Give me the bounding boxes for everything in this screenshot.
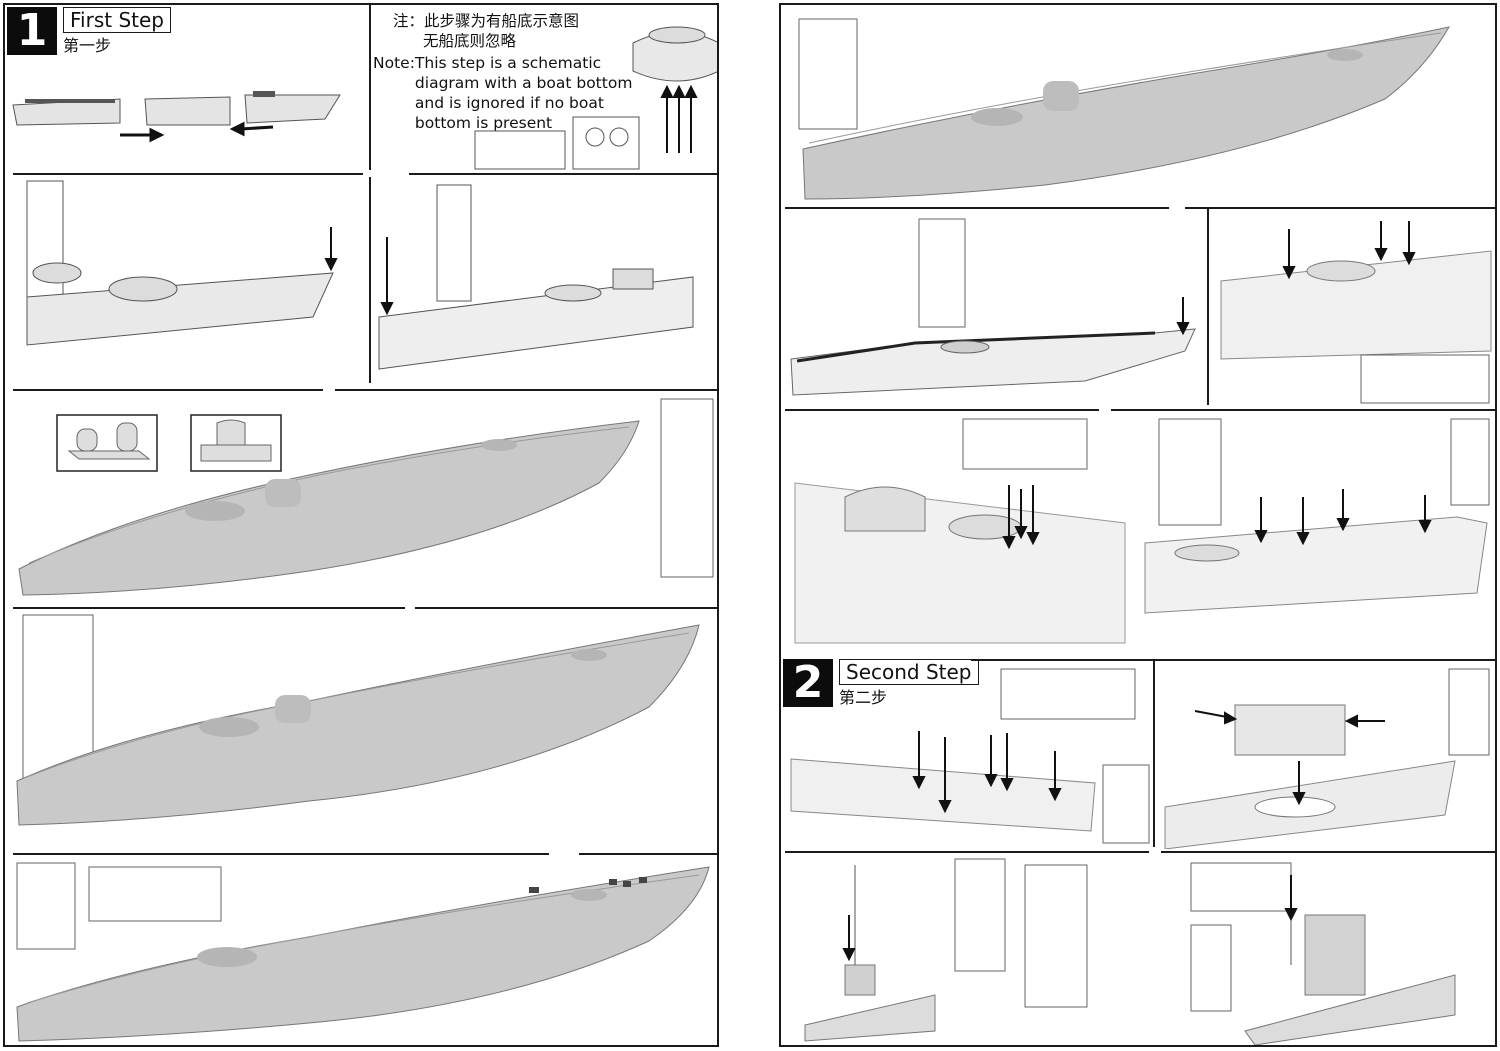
divider-vertical-1 [369,5,371,170]
deck-closeup-left-diagram [794,418,1126,644]
step-1-title-cn: 第一步 [63,36,112,55]
divider-h-3a [13,607,405,609]
divider-r-h1a [785,207,1169,209]
divider-r-h2b [1111,409,1495,411]
deck-parts-right-diagram [1220,221,1492,404]
bow-detail-left [13,177,363,387]
divider-r-h1b [1185,207,1495,209]
hull-render-4 [785,9,1495,205]
deck-closeup-right [1137,413,1495,655]
divider-r-h4a [785,851,1149,853]
final-assembly-right [1155,855,1495,1045]
deck-parts-left [785,211,1205,407]
note-en-label: Note: [373,54,415,72]
deck-parts-left-diagram [790,218,1196,396]
hull-render-1-diagram [18,398,714,596]
bottom-parts-diagram [474,26,717,170]
step-2-title-cn: 第二步 [839,688,888,707]
note-en: Note: This step is a schematic diagram w… [373,53,653,133]
superstructure-left [785,665,1151,849]
right-instruction-sheet: 2 Second Step 第二步 [779,3,1497,1047]
step-2-header: 2 Second Step 第二步 [783,659,979,709]
step-2-title-en: Second Step [839,659,979,685]
hull-assembly-panel [5,65,365,170]
note-cn-line1: 注：此步骤为有船底示意图 [393,12,580,30]
divider-r-h4b [1161,851,1495,853]
divider-vertical-2 [369,177,371,383]
divider-h-2b [335,389,717,391]
superstructure-right [1155,665,1495,849]
hull-render-2 [9,611,717,849]
superstructure-left-diagram [790,668,1150,844]
divider-h-2a [13,389,323,391]
step-1-header: 1 First Step 第一步 [7,7,171,57]
hull-render-1 [9,393,717,605]
final-assembly-right-diagram [1190,862,1456,1045]
superstructure-right-diagram [1164,668,1490,849]
divider-h-4a [13,853,549,855]
bow-detail-right-diagram [378,184,694,370]
step-2-titles: Second Step 第二步 [839,659,979,709]
divider-h-4b [579,853,717,855]
deck-closeup-right-diagram [1144,418,1490,614]
divider-r-v2 [1153,661,1155,847]
divider-h-1a [13,173,363,175]
left-instruction-sheet: 1 First Step 第一步 注：此步 [3,3,719,1047]
final-assembly-left-diagram [804,858,1088,1042]
divider-r-v1 [1207,209,1209,405]
step-2-number: 2 [783,659,833,707]
hull-render-4-diagram [798,18,1450,200]
step-1-number: 1 [7,7,57,55]
divider-h-3b [415,607,717,609]
hull-render-2-diagram [16,614,700,826]
divider-r-h3 [971,659,1495,661]
deck-closeup-left [785,413,1135,655]
step-1-titles: First Step 第一步 [63,7,171,57]
deck-parts-right [1211,211,1495,407]
bow-detail-left-diagram [26,180,338,346]
step-1-title-en: First Step [63,7,171,33]
note-cn-line2: 无船底则忽略 [423,32,517,50]
hull-render-3-diagram [16,862,710,1042]
bottom-parts-panel [467,13,717,175]
bow-detail-right [373,177,717,387]
divider-r-h2a [785,409,1099,411]
bottom-note: 注：此步骤为有船底示意图 无船底则忽略 Note: This step is a… [373,11,653,133]
hull-render-3 [9,857,717,1045]
hull-assembly-diagram [12,91,341,143]
final-assembly-left [785,855,1151,1045]
note-en-text: This step is a schematic diagram with a … [414,54,633,132]
divider-h-1b [409,173,717,175]
